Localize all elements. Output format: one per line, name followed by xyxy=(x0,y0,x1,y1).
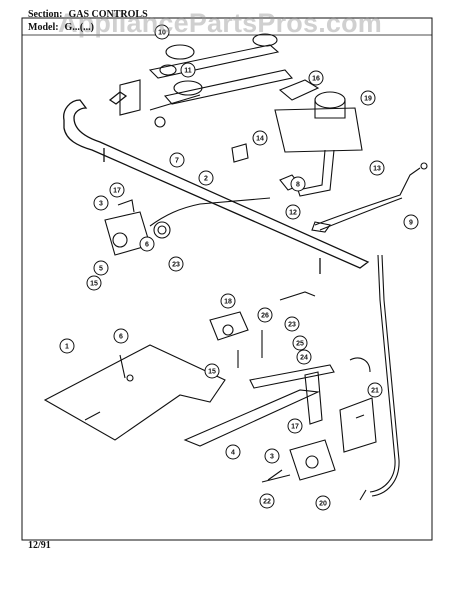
callout-number: 13 xyxy=(373,166,381,173)
callout-circle xyxy=(109,182,125,198)
callout-number: 19 xyxy=(364,96,372,103)
callout-circle xyxy=(93,195,109,211)
callout-circle xyxy=(93,260,109,276)
callout-number: 7 xyxy=(175,158,179,165)
section-line: Section: GAS CONTROLS xyxy=(28,9,148,20)
callout-number: 17 xyxy=(291,424,299,431)
callout-number: 5 xyxy=(99,266,103,273)
callout-circle xyxy=(198,170,214,186)
callout-circle xyxy=(252,130,268,146)
callout-number: 16 xyxy=(312,76,320,83)
model-value: G...(...) xyxy=(64,22,94,33)
callout-circle xyxy=(369,160,385,176)
callout-circle xyxy=(290,176,306,192)
callout-circle xyxy=(308,70,324,86)
burner-assembly xyxy=(119,33,294,128)
callout-number: 3 xyxy=(99,201,103,208)
callout-circle xyxy=(367,382,383,398)
callout-circle xyxy=(285,204,301,220)
callout-number: 3 xyxy=(270,454,274,461)
model-line: Model: G...(...) xyxy=(28,22,94,33)
callout-number: 11 xyxy=(184,68,192,75)
callout-circle xyxy=(264,448,280,464)
callout-number: 9 xyxy=(409,220,413,227)
callout-circle xyxy=(180,62,196,78)
callout-circle xyxy=(59,338,75,354)
callout-number: 14 xyxy=(256,136,264,143)
callout-circle xyxy=(154,24,170,40)
watermark: AppliancePartsPros.com xyxy=(58,8,383,38)
callout-circle xyxy=(220,293,236,309)
diagram-frame xyxy=(21,17,433,541)
callout-number: 23 xyxy=(288,322,296,329)
callout-circle xyxy=(225,444,241,460)
callout-number: 22 xyxy=(263,499,271,506)
callout-number: 10 xyxy=(158,30,166,37)
manifold-pipe xyxy=(63,91,370,274)
callout-number: 21 xyxy=(371,388,379,395)
callout-markers: 1011161914278131291736235151826232524161… xyxy=(59,24,419,511)
section-value: GAS CONTROLS xyxy=(68,9,148,20)
callout-circle xyxy=(86,275,102,291)
callout-circle xyxy=(168,256,184,272)
thermostat-assembly xyxy=(231,79,428,233)
callout-circle xyxy=(287,418,303,434)
callout-number: 1 xyxy=(65,344,69,351)
callout-number: 2 xyxy=(204,176,208,183)
callout-number: 15 xyxy=(208,369,216,376)
callout-number: 23 xyxy=(172,262,180,269)
callout-number: 15 xyxy=(90,281,98,288)
heat-shield-plate xyxy=(43,344,226,441)
callout-circle xyxy=(315,495,331,511)
callout-number: 26 xyxy=(261,313,269,320)
callout-number: 25 xyxy=(296,341,304,348)
callout-circle xyxy=(257,307,273,323)
callout-number: 17 xyxy=(113,188,121,195)
callout-circle xyxy=(169,152,185,168)
callout-number: 6 xyxy=(145,242,149,249)
section-label: Section: xyxy=(28,9,63,20)
callout-circle xyxy=(284,316,300,332)
callout-number: 4 xyxy=(231,450,235,457)
callout-circle xyxy=(113,328,129,344)
callout-circle xyxy=(139,236,155,252)
callout-circle xyxy=(296,349,312,365)
callout-number: 20 xyxy=(319,501,327,508)
model-label: Model: xyxy=(28,22,59,33)
lower-valve-assembly xyxy=(183,254,400,501)
callout-circle xyxy=(259,493,275,509)
callout-number: 12 xyxy=(289,210,297,217)
callout-number: 24 xyxy=(300,355,308,362)
left-valve-assembly xyxy=(104,197,271,256)
callout-number: 6 xyxy=(119,334,123,341)
callout-number: 8 xyxy=(296,182,300,189)
callout-circle xyxy=(360,90,376,106)
callout-circle xyxy=(204,363,220,379)
callout-number: 18 xyxy=(224,299,232,306)
date-code: 12/91 xyxy=(28,540,51,551)
callout-circle xyxy=(403,214,419,230)
callout-circle xyxy=(292,335,308,351)
